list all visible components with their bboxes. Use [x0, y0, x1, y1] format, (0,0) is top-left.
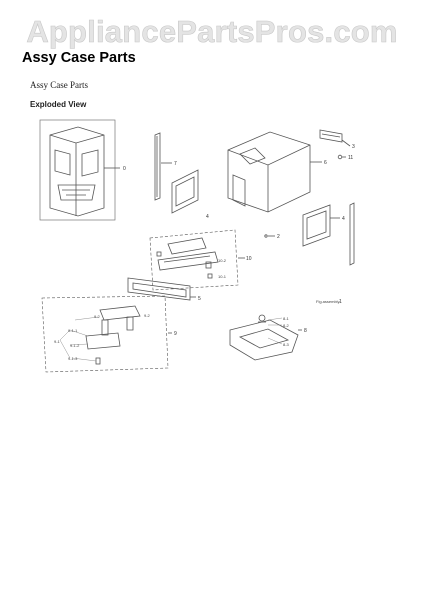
- main-case-part[interactable]: [39, 119, 120, 221]
- right-strip-part[interactable]: [349, 202, 355, 266]
- right-panel-part[interactable]: [302, 204, 340, 247]
- left-panel-part[interactable]: [171, 169, 199, 214]
- callout-5: 5: [198, 296, 201, 302]
- screw-part[interactable]: [337, 154, 346, 160]
- callout-9-1-1: 9-1-1: [68, 328, 78, 333]
- callout-9-1: 9-1: [54, 339, 61, 344]
- callout-3: 3: [352, 144, 355, 150]
- diagram-subtitle: Assy Case Parts: [30, 80, 88, 90]
- figure-code: Fig.assembly: [316, 299, 340, 304]
- callout-8-1: 8-1: [283, 316, 290, 321]
- part-10-assembly[interactable]: [149, 229, 245, 291]
- callout-10-2: 10-2: [218, 258, 227, 263]
- callout-9-1-2: 9-1-2: [70, 343, 80, 348]
- exploded-view-label: Exploded View: [30, 100, 87, 109]
- bottom-tray-part[interactable]: [229, 314, 302, 361]
- top-housing-part[interactable]: [227, 131, 322, 213]
- part-9-assembly[interactable]: [41, 295, 172, 373]
- callout-1: 1: [339, 299, 342, 305]
- page-title: Assy Case Parts: [22, 50, 136, 66]
- site-watermark: AppliancePartsPros.com: [26, 14, 398, 50]
- callout-8-3: 8-3: [283, 342, 290, 347]
- callout-7: 7: [174, 161, 177, 167]
- callout-0: 0: [123, 166, 126, 172]
- callout-10: 10: [246, 256, 252, 262]
- callout-2: 2: [277, 234, 280, 240]
- callout-8-2: 8-2: [283, 323, 290, 328]
- callout-4-left: 4: [206, 214, 209, 220]
- callout-6: 6: [324, 160, 327, 166]
- side-strip-part[interactable]: [154, 132, 172, 201]
- callout-9-2-left: 9-2: [94, 314, 101, 319]
- small-clip-part[interactable]: [264, 234, 275, 238]
- callout-9-1-3: 9-1-3: [68, 356, 78, 361]
- callout-11: 11: [348, 155, 353, 161]
- long-bar-part[interactable]: [127, 277, 196, 301]
- callout-10-1: 10-1: [218, 274, 227, 279]
- top-bracket-part[interactable]: [319, 129, 351, 147]
- callout-8: 8: [304, 328, 307, 334]
- callout-4-right: 4: [342, 216, 345, 222]
- callout-9-2-right: 9-2: [144, 313, 151, 318]
- callout-9: 9: [174, 331, 177, 337]
